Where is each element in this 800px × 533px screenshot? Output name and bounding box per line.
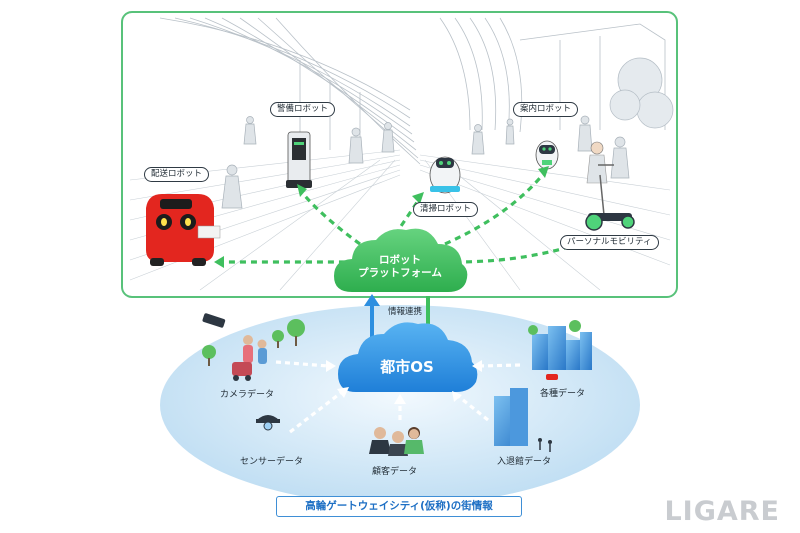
info-link-label: 情報連携	[388, 307, 423, 317]
personal-mobility-label: パーソナルモビリティ	[560, 235, 659, 250]
pedestrians	[221, 115, 630, 209]
ligare-watermark: LIGARE	[664, 496, 780, 527]
security-robot-label: 警備ロボット	[270, 102, 336, 117]
robot-platform-title: ロボット プラットフォーム	[334, 254, 466, 280]
office-building-illustration	[494, 388, 552, 452]
city-os-cloud	[338, 322, 478, 392]
platform-arrows	[220, 170, 591, 264]
trees-sketch	[609, 57, 674, 129]
delivery-robot-illustration	[146, 194, 221, 266]
camera-data-label: カメラデータ	[220, 390, 275, 400]
sensor-illustration	[256, 415, 280, 431]
data-arrows	[275, 360, 521, 434]
delivery-robot-label: 配送ロボット	[144, 167, 210, 182]
sensor-data-label: センサーデータ	[240, 457, 304, 467]
customer-illustration	[369, 427, 424, 456]
city-data-ellipse	[160, 305, 640, 505]
robot-platform-line2: プラットフォーム	[358, 267, 442, 279]
city-os-title: 都市OS	[380, 358, 434, 376]
camera-data-illustration	[202, 313, 305, 381]
data-arrowheads	[326, 360, 482, 404]
guide-robot-illustration	[535, 140, 559, 170]
city-information-caption: 高輪ゲートウェイシティ(仮称)の街情報	[276, 496, 522, 517]
guide-robot-label: 案内ロボット	[513, 102, 579, 117]
cleaning-robot-label: 清掃ロボット	[413, 202, 479, 217]
robot-platform-cloud	[334, 228, 468, 292]
city-buildings-illustration	[528, 320, 592, 380]
cleaning-robot-illustration	[429, 156, 461, 194]
entry-exit-data-label: 入退館データ	[497, 457, 552, 467]
robot-platform-line1: ロボット	[379, 254, 421, 266]
canopy-sketch	[159, 17, 666, 165]
customer-data-label: 顧客データ	[372, 467, 418, 477]
various-data-label: 各種データ	[540, 389, 586, 399]
personal-mobility-illustration	[585, 141, 635, 231]
security-robot-illustration	[286, 131, 312, 188]
robot-scene-panel	[121, 11, 678, 298]
